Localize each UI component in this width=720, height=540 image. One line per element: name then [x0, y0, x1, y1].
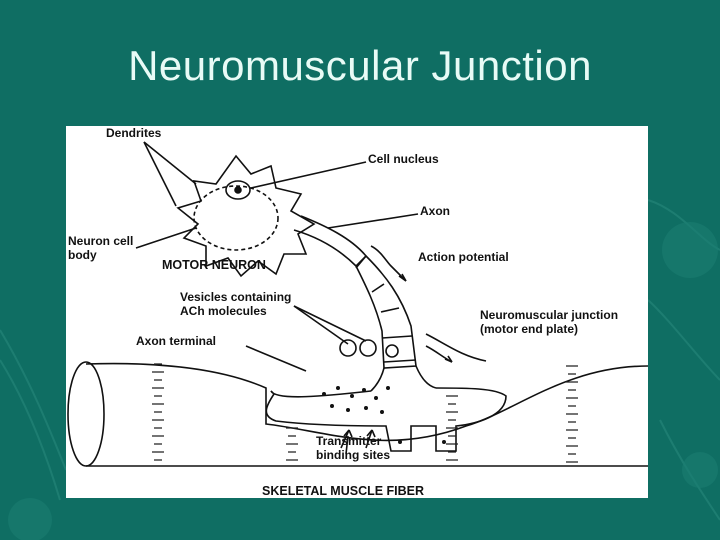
label-vesicles: Vesicles containing ACh molecules — [180, 290, 292, 318]
muscle-fiber — [85, 362, 648, 442]
vesicle — [385, 344, 399, 358]
label-motor-neuron: MOTOR NEURON — [162, 258, 266, 272]
transmitter-arrow — [340, 429, 350, 449]
diagram-drawing — [67, 141, 648, 467]
myelin-sheath — [355, 254, 417, 369]
cell-nucleus-outline — [193, 185, 279, 251]
label-cell-nucleus: Cell nucleus — [368, 152, 439, 166]
leader-cell-nucleus — [250, 161, 367, 189]
label-dendrites: Dendrites — [106, 126, 162, 140]
muscle-fiber-end — [67, 361, 105, 467]
leader-cell-body — [135, 227, 197, 249]
vesicle — [339, 339, 357, 357]
leader-dendrites — [143, 141, 197, 185]
muscle-striations — [152, 363, 578, 463]
axon-terminal — [265, 387, 507, 452]
label-axon: Axon — [420, 204, 450, 218]
vesicle — [359, 339, 377, 357]
nucleolus — [234, 186, 242, 194]
neuromuscular-diagram: Dendrites Cell nucleus Axon Neuron cell … — [66, 126, 648, 498]
axon-upper — [300, 215, 367, 257]
label-transmitter-binding-sites: Transmitter binding sites — [316, 434, 391, 462]
label-action-potential: Action potential — [418, 250, 509, 264]
slide-title: Neuromuscular Junction — [128, 42, 592, 89]
label-skeletal-muscle-fiber: SKELETAL MUSCLE FIBER — [262, 484, 425, 498]
label-neuromuscular-junction: Neuromuscular junction (motor end plate) — [480, 308, 619, 336]
label-axon-terminal: Axon terminal — [136, 334, 217, 348]
leader-axon-terminal — [245, 345, 307, 372]
neuron-cell-body — [176, 154, 316, 278]
leader-axon — [327, 213, 419, 229]
action-potential-arrow — [370, 245, 407, 282]
ach-molecules — [322, 386, 446, 444]
leader-transmitter — [345, 435, 349, 455]
leader-vesicles — [293, 305, 349, 345]
label-neuron-cell-body: Neuron cell body — [68, 234, 134, 262]
